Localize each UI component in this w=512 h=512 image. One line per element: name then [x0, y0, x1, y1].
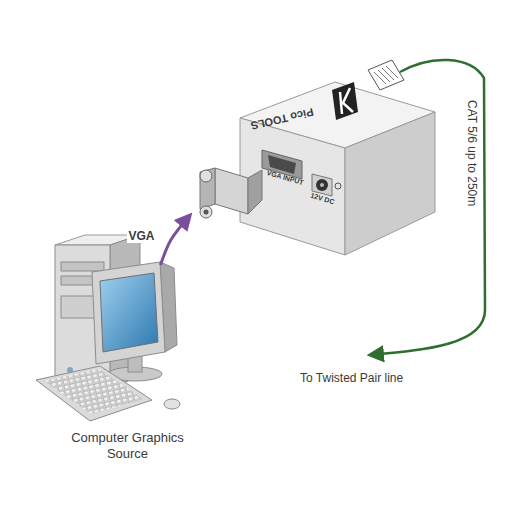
transmitter-device: Pico TOOLS VGA INPUT 12V DC [190, 100, 440, 260]
vga-plug [200, 168, 262, 218]
twisted-pair-cable [370, 60, 485, 355]
cable-label: VGA [127, 229, 157, 243]
keyboard [36, 366, 180, 421]
device-housing [240, 82, 435, 255]
port-label: VGA INPUT [266, 169, 305, 188]
vga-cable [161, 215, 191, 265]
computer-source: Computer Graphics Source [45, 265, 210, 465]
brand-logo [332, 82, 358, 120]
port-label: 12V DC [309, 192, 335, 207]
product-name: Pico TOOLS [249, 105, 314, 132]
destination-note: To Twisted Pair line [300, 371, 403, 385]
monitor [92, 262, 177, 381]
cable-spec: CAT 5/6 up to 250m [465, 100, 479, 206]
source-caption: Computer Graphics Source [57, 430, 198, 461]
rj45-plug [368, 60, 404, 90]
